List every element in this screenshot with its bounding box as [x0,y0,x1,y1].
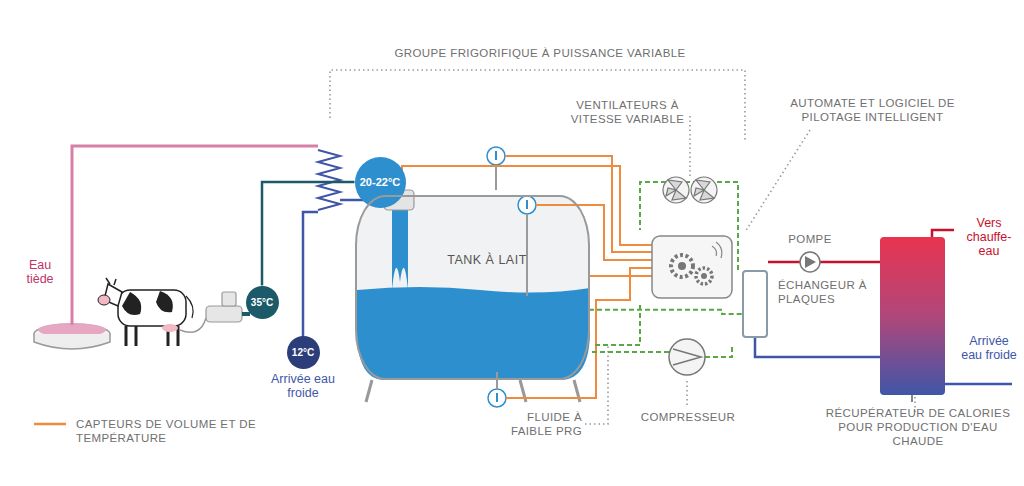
temperature-badge: 20-22°C [355,157,406,208]
temperature-sensor [487,147,536,407]
pipe-connector [589,310,742,314]
node-text: 35°C [251,297,273,308]
cow [98,278,193,346]
temperature-badge: 12°C [287,336,320,369]
callout-label: FLUIDE À FAIBLE PRG [500,410,582,438]
variable-fans [663,177,717,203]
callout-label: Eau tiède [14,258,66,286]
sensor-stem [496,165,497,389]
compressor [669,339,705,375]
node-text: ÉCHANGEUR À PLAQUES [778,278,874,306]
refrigerant-loop [592,182,738,357]
cold-pipe [755,338,880,357]
tank-foot [911,395,913,402]
callout-label: GROUPE FRIGORIFIQUE À PUISSANCE VARIABLE [330,46,750,60]
node-text: TANK À LAIT [417,253,557,267]
hot-water-tank [880,237,945,395]
plate-exchanger: ÉCHANGEUR À PLAQUES [742,270,768,338]
milking-unit [180,292,250,332]
callout-label: COMPRESSEUR [630,410,746,424]
pump [800,252,820,272]
milk-tank-box: TANK À LAIT [355,195,590,380]
callout-label: AUTOMATE ET LOGICIEL DE PILOTAGE INTELLI… [790,96,955,124]
cold-water-pipe [303,212,318,338]
dotted-bracket [330,70,915,424]
callout-label: RÉCUPÉRATEUR DE CALORIES POUR PRODUCTION… [818,406,1018,448]
cold-inlet [945,383,1012,386]
legend-text: CAPTEURS DE VOLUME ET DE TEMPÉRATURE [76,417,266,445]
pipe-connector [262,182,355,286]
controller [652,236,732,298]
warm-water-pipe [72,146,318,325]
callout-label: POMPE [778,232,842,246]
milk-tank [355,190,590,402]
callout-label: Arrivée eau froide [262,372,344,400]
water-trough [34,323,110,349]
hot-outlet [932,230,954,237]
node-text: 12°C [292,347,314,358]
sensor-wires [402,156,652,398]
legend-line-sample [34,423,66,426]
temperature-badge: 35°C [246,286,279,319]
callout-label: Arrivée eau froide [958,334,1020,362]
hot-pipe [768,261,880,264]
pre-cooler-coil [318,150,340,210]
callout-label: VENTILATEURS À VITESSE VARIABLE [560,98,695,126]
callout-label: Vers chauffe-eau [958,216,1020,258]
node-text: 20-22°C [360,176,400,188]
